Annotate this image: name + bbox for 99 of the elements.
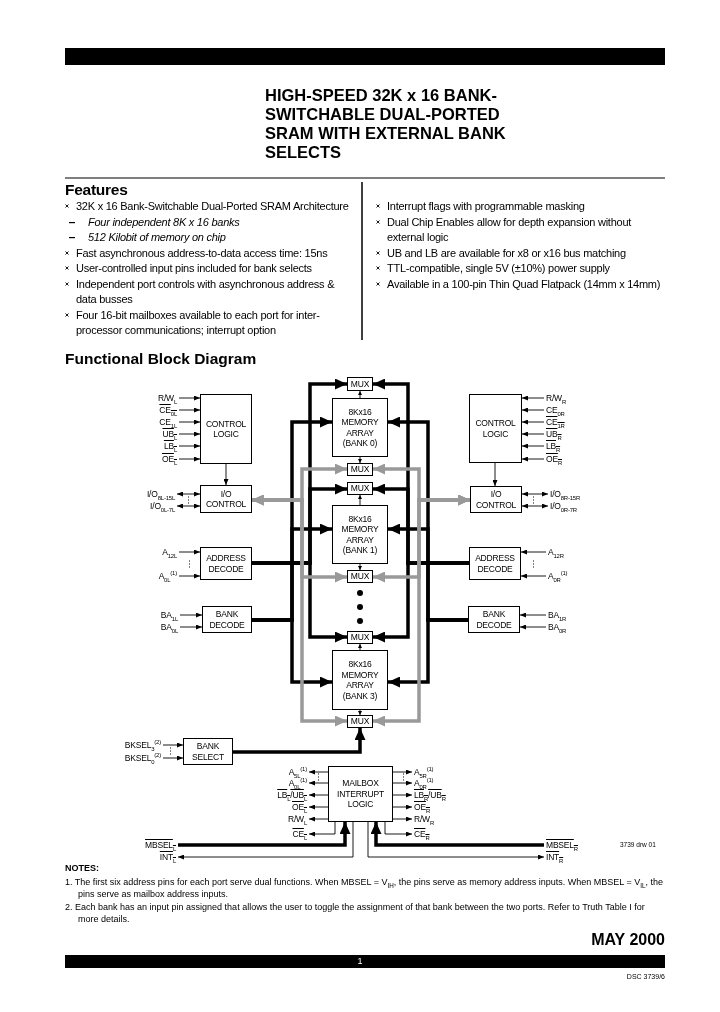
signal-label: CE$_{L}$	[292, 828, 307, 839]
block-label: I/O CONTROL	[474, 489, 518, 510]
signal-label: INT$_{R}$	[546, 851, 564, 862]
block-label: MUX	[350, 716, 370, 727]
page-number: 1	[356, 955, 364, 968]
function-block	[469, 547, 521, 580]
block-label: MUX	[350, 632, 370, 643]
signal-label: UB$_{L}$	[162, 428, 177, 439]
block-label: BANK SELECT	[191, 741, 225, 762]
bus-arrow	[388, 618, 468, 688]
signal-label: OE$_{L}$	[292, 801, 307, 812]
double-arrow	[521, 503, 549, 509]
block-label: CONTROL LOGIC	[204, 418, 248, 440]
signal-label: BA$_{0R}$	[548, 621, 567, 632]
date-text: MAY 2000	[590, 930, 665, 949]
feature-text: 512 Kilobit of memory on chip	[87, 230, 226, 245]
arrow	[358, 563, 362, 571]
feature-text: UB and LB are available for x8 or x16 bus matching	[387, 245, 626, 261]
block-label: BANK DECODE	[208, 609, 246, 630]
signal-label: I/O$_{8L-15L}$	[146, 488, 175, 499]
signal-label: I/O$_{0R-7R}$	[550, 500, 577, 511]
signal-label: CE$_{R}$	[414, 828, 430, 839]
signal-label: MBSEL$_{R}$	[546, 839, 578, 850]
function-block	[200, 394, 252, 464]
arrow	[358, 709, 362, 716]
arrow	[358, 643, 362, 651]
signal-label: CE$_{1L}$	[159, 416, 177, 427]
function-block	[328, 766, 393, 822]
block-label: CONTROL LOGIC	[474, 418, 517, 439]
feature-text: User-controlled input pins included for bank selects	[76, 261, 312, 276]
signal-label: BA$_{1R}$	[548, 609, 567, 620]
signal-label: CE$_{0L}$	[159, 404, 177, 415]
arrow	[358, 456, 362, 464]
function-block	[200, 547, 252, 580]
memory-array-block	[332, 398, 388, 457]
function-block	[468, 606, 520, 633]
signal-label: I/O$_{8R-15R}$	[550, 488, 580, 499]
block-label: I/O CONTROL	[204, 488, 248, 510]
bus-arrow	[233, 728, 366, 754]
signal-label: OE$_{R}$	[414, 801, 430, 812]
block-label: ADDRESS DECODE	[205, 553, 247, 574]
signal-label: LB$_{L}$/UB$_{L}$	[277, 789, 307, 800]
feature-text: Available in a 100-pin Thin Quad Flatpack (14mm x 14mm)	[387, 276, 661, 292]
bus-arrow	[178, 822, 351, 847]
block-label: 8Kx16 MEMORY ARRAY (BANK 0)	[340, 406, 380, 449]
signal-label: BA$_{1L}$	[160, 609, 178, 620]
double-arrow	[176, 503, 201, 509]
signal-label: BA$_{0L}$	[160, 621, 178, 632]
feature-text: Fast asynchronous address-to-data access time: 15ns	[76, 245, 328, 261]
signal-label: INT$_{L}$	[159, 851, 176, 862]
signal-label: UB$_{R}$	[546, 428, 562, 439]
signal-label: A$_{12R}$	[548, 546, 564, 557]
block-label: 8Kx16 MEMORY ARRAY (BANK 1)	[340, 513, 380, 556]
bus-arrow	[252, 618, 332, 688]
title-heading: HIGH-SPEED 32K x 16 BANK-SWITCHABLE DUAL-PORTED SRAM WITH EXTERNAL BANK SELECTS	[265, 86, 507, 162]
signal-label: R/W$_{R}$	[546, 392, 567, 403]
block-label: MUX	[350, 483, 370, 494]
section-heading: Features	[65, 180, 129, 199]
bus-arrow	[370, 822, 544, 847]
block-label: BANK DECODE	[475, 609, 513, 630]
block-label: MAILBOX INTERRUPT LOGIC	[336, 778, 385, 810]
block-label: MUX	[350, 571, 370, 582]
feature-text: Independent port controls with asynchronous address & data busses	[76, 276, 336, 307]
block-label: MUX	[350, 378, 370, 390]
signal-label: CE$_{1R}$	[546, 416, 565, 427]
bus-arrow	[373, 561, 469, 643]
function-block	[469, 394, 522, 463]
double-arrow	[176, 491, 201, 497]
function-block	[202, 606, 252, 633]
signal-label: CE$_{0R}$	[546, 404, 565, 415]
signal-label: R/W$_{R}$	[414, 813, 435, 824]
signal-label: R/W$_{L}$	[157, 392, 177, 403]
feature-text: 32K x 16 Bank-Switchable Dual-Ported SRAM Architecture	[76, 199, 349, 214]
note-text: 2. Each bank has an input pin assigned that allows the user to toggle the assignment of that bank between the two ports. Refer to Truth Table I for more details.	[65, 901, 646, 925]
memory-array-block	[332, 650, 388, 710]
signal-label: MBSEL$_{L}$	[145, 839, 176, 850]
signal-label: LB$_{R}$/UB$_{R}$	[414, 789, 446, 800]
signal-label: LB$_{L}$	[163, 440, 177, 451]
notes-heading: NOTES:	[65, 863, 100, 874]
section-heading: Functional Block Diagram	[65, 350, 258, 368]
feature-text: Interrupt flags with programmable masking	[387, 199, 585, 214]
feature-text: Four independent 8K x 16 banks	[87, 214, 240, 230]
signal-label: LB$_{R}$	[546, 440, 561, 451]
signal-label: OE$_{R}$	[546, 453, 562, 464]
memory-array-block	[332, 505, 388, 564]
signal-label: R/W$_{L}$	[287, 813, 307, 824]
feature-text: Dual Chip Enables allow for depth expansion without external logic	[387, 214, 633, 245]
function-block	[183, 738, 233, 765]
block-label: MUX	[350, 464, 370, 475]
signal-label: I/O$_{0L-7L}$	[150, 500, 175, 511]
feature-text: Four 16-bit mailboxes available to each port for inter-processor communications; interrupt option	[76, 307, 321, 338]
feature-text: TTL-compatible, single 5V (±10%) power supply	[387, 261, 610, 276]
signal-label: OE$_{L}$	[162, 453, 177, 464]
block-label: 8Kx16 MEMORY ARRAY (BANK 3)	[340, 659, 380, 701]
double-arrow	[521, 491, 549, 497]
signal-label: A$_{12L}$	[162, 546, 177, 557]
block-label: ADDRESS DECODE	[474, 553, 516, 574]
bus-arrow	[252, 561, 347, 643]
note-text: 1. The first six address pins for each port serve dual functions. When MBSEL = V$_{IH}$, the pins serve as memory address inputs. When MBSEL = V$_{IL}$, the pins serve as mailbox address inputs.	[65, 876, 665, 900]
